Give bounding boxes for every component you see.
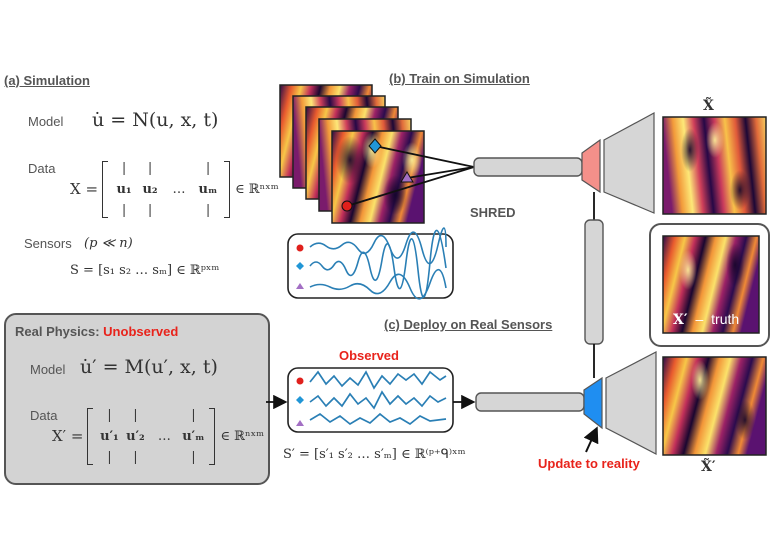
truth-heatmap (662, 235, 760, 334)
model-equation: u̇ = N(u, x, t) (92, 109, 219, 131)
real-sensor-timeseries-box (287, 367, 454, 433)
unobserved-status: Unobserved (103, 324, 179, 339)
xtilde-prime-heatmap (662, 356, 767, 456)
real-physics-box: Real Physics: Unobserved Model u̇′ = M(u… (4, 313, 270, 485)
data-matrix: | | | u₁ u₂ … uₘ | | | (102, 160, 231, 218)
ts-triangle-marker (296, 283, 304, 289)
truth-dash: – (695, 311, 704, 327)
real-sensor-traces (309, 370, 447, 426)
matrix-cell: | (205, 160, 211, 176)
sim-sensor-traces (309, 227, 447, 300)
matrix-cell: | (133, 407, 138, 423)
section-c-title: (c) Deploy on Real Sensors (384, 317, 553, 332)
sensors-label: Sensors (24, 236, 72, 251)
real-model-equation: u̇′ = M(u′, x, t) (80, 356, 218, 378)
decoder-trapezoid-top (603, 111, 655, 214)
matrix-cell: u′₂ (126, 428, 145, 444)
real-model-label: Model (30, 362, 66, 377)
sensor-diamond-marker (368, 138, 382, 154)
matrix-cell: u₁ (116, 181, 132, 197)
matrix-cell: u′ₘ (182, 428, 205, 444)
truth-label: X′ – truth (673, 311, 739, 328)
sensor-circle-marker (341, 200, 353, 212)
update-arrow (583, 426, 599, 453)
truth-symbol: X′ (673, 312, 688, 328)
ts-diamond-marker (296, 262, 304, 270)
lstm-bar-deploy (475, 392, 585, 412)
truth-word: truth (711, 311, 740, 327)
real-physics-title-row: Real Physics: Unobserved (15, 324, 178, 339)
matrix-cell: u′₁ (100, 428, 119, 444)
trained-decoder-input (581, 138, 601, 194)
sensor-triangle-marker (400, 171, 414, 183)
matrix-cell: uₘ (198, 181, 218, 197)
real-sensors-equation: S′ = [s′₁ s′₂ … s′ₘ] ∈ ℝ⁽ᵖ⁺ᑫ⁾ˣᵐ (283, 447, 466, 462)
xtilde-prime-label: X̃′ (701, 459, 716, 475)
matrix-cell: | (121, 202, 127, 218)
section-b-title: (b) Train on Simulation (389, 71, 530, 86)
real-physics-title: Real Physics: (15, 324, 100, 339)
real-data-label: Data (30, 408, 58, 423)
ts-circle-marker (296, 244, 304, 252)
matrix-cell: | (107, 407, 112, 423)
matrix-cell: … (172, 181, 186, 197)
updated-decoder-input (583, 376, 603, 430)
lstm-bar-train (473, 157, 583, 177)
real-data-matrix: | | | u′₁ u′₂ … u′ₘ | | | (87, 407, 216, 465)
matrix-cell: | (133, 449, 138, 465)
data-rhs: ∈ ℝⁿˣᵐ (235, 181, 279, 197)
update-to-reality-label: Update to reality (538, 456, 640, 471)
xtilde-heatmap (662, 116, 767, 215)
model-label: Model (28, 114, 64, 129)
matrix-cell: u₂ (142, 181, 158, 197)
simulation-snapshot-stack (279, 84, 425, 224)
matrix-cell: | (121, 160, 127, 176)
matrix-cell: | (147, 202, 153, 218)
data-label: Data (28, 161, 56, 176)
section-a-title: (a) Simulation (4, 73, 90, 88)
matrix-cell: | (191, 407, 196, 423)
sensors-equation: S = [s₁ s₂ … sₘ] ∈ ℝᵖˣᵐ (70, 263, 220, 278)
matrix-cell: | (147, 160, 153, 176)
sensor-connections (346, 145, 475, 207)
matrix-cell: | (191, 449, 196, 465)
real-data-lhs: X′ = (52, 427, 84, 445)
data-matrix-equation: X = | | | u₁ u₂ … uₘ | | | ∈ ℝⁿˣᵐ (70, 158, 279, 220)
truth-frame (649, 223, 770, 347)
real-data-rhs: ∈ ℝⁿˣᵐ (220, 428, 265, 444)
shred-label: SHRED (470, 205, 516, 220)
sensors-condition: (p ≪ n) (84, 236, 133, 251)
matrix-cell: | (107, 449, 112, 465)
sim-sensor-timeseries-box (287, 233, 454, 299)
data-lhs: X = (70, 180, 99, 198)
matrix-cell: | (205, 202, 211, 218)
real-data-matrix-equation: X′ = | | | u′₁ u′₂ … u′ₘ | | | ∈ ℝⁿˣᵐ (52, 403, 264, 469)
matrix-cell: … (157, 428, 171, 444)
vertical-transfer-bar (584, 219, 604, 345)
xtilde-label: X̃ (703, 98, 714, 114)
decoder-trapezoid-bottom (605, 351, 657, 455)
observed-label: Observed (339, 348, 399, 363)
